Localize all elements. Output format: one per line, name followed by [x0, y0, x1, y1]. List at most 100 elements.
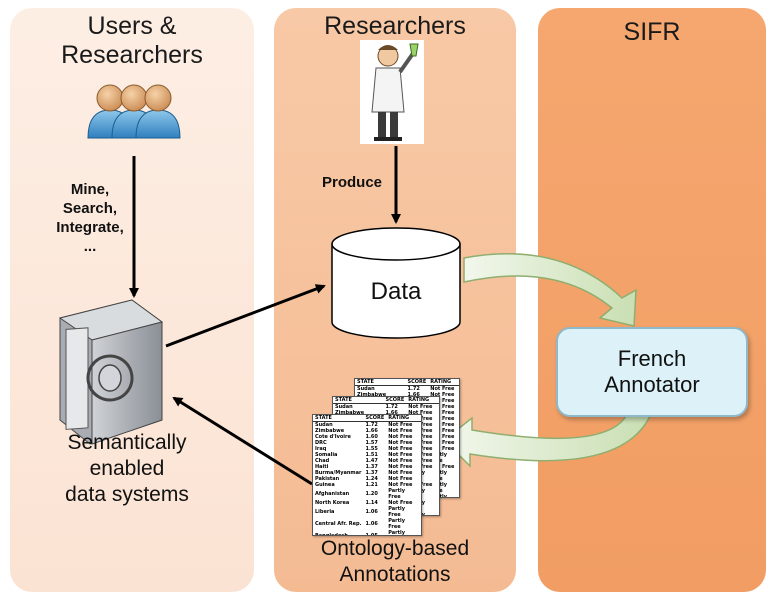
table-cell: Zimbabwe: [357, 392, 387, 398]
table-cell: Pakistan: [315, 476, 340, 482]
table-cell: Burma/Myanmar: [315, 470, 362, 476]
table-row: DRC 1.57 Not Free: [313, 440, 421, 446]
table-header-cell: SCORE: [405, 379, 429, 386]
table-cell: 1.14: [365, 500, 378, 506]
table-cell: 1.37: [365, 464, 378, 470]
table-cell: Not Free: [430, 464, 455, 470]
annotations-label: Ontology-based Annotations: [320, 537, 470, 586]
table-row: Afghanistan 1.20 Partly Free: [313, 488, 421, 500]
table-cell: Partly Free: [388, 530, 405, 536]
table-cell: Not Free: [408, 404, 433, 410]
table-cell: Not Free: [430, 392, 455, 398]
table-cell: Sudan: [335, 404, 353, 410]
sifr-column: [538, 8, 766, 592]
from-annotator-arrow: [442, 415, 652, 468]
table-cell: Not Free: [388, 500, 413, 506]
researchers-title: Researchers: [324, 12, 466, 40]
data-label: Data: [370, 278, 422, 305]
table-row: Guinea 1.21 Not Free: [313, 482, 421, 488]
table-cell: Liberia: [315, 509, 335, 515]
table-cell: Not Free: [430, 446, 455, 452]
table-cell: 1.20: [365, 491, 378, 497]
mine-search-integrate-label: Mine, Search, Integrate, ...: [56, 181, 124, 255]
table-cell: 1.06: [365, 509, 378, 515]
table-cell: 1.37: [365, 470, 378, 476]
table-cell: 1.21: [365, 482, 378, 488]
table-row: Central Afr. Rep.1.06 Partly Free: [313, 518, 421, 530]
table-cell: Cote d'Ivoire: [315, 434, 351, 440]
table-cell: DRC: [315, 440, 327, 446]
table-cell: Afghanistan: [315, 491, 350, 497]
table-cell: Not Free: [388, 458, 413, 464]
table-cell: Central Afr. Rep.: [315, 521, 362, 527]
table-cell: 1.05: [365, 533, 378, 536]
semantic-systems-label: Semantically enabled data systems: [65, 431, 189, 506]
to-annotator-arrow: [463, 253, 637, 327]
table-header-cell: SCORE: [363, 415, 387, 422]
table-cell: 1.06: [365, 521, 378, 527]
table-cell: Sudan: [357, 386, 375, 392]
table-cell: Not Free: [430, 404, 455, 410]
table-header-cell: RATING: [386, 415, 421, 422]
table-header-cell: STATE: [355, 379, 406, 386]
table-row: North Korea 1.14 Not Free: [313, 500, 421, 506]
table-cell: Not Free: [388, 428, 413, 434]
table-cell: Partly Free: [388, 506, 405, 518]
table-cell: Chad: [315, 458, 330, 464]
table-cell: Partly Free: [388, 518, 405, 530]
server-icon: [58, 299, 164, 445]
table-cell: 1.60: [365, 434, 378, 440]
table-cell: Not Free: [388, 446, 413, 452]
table-cell: 1.55: [365, 446, 378, 452]
use-annotations-arrow: [172, 396, 313, 486]
table-cell: Not Free: [388, 470, 413, 476]
table-cell: Not Free: [430, 440, 455, 446]
users-researchers-title: Users & Researchers: [61, 12, 203, 69]
table-header-cell: RATING: [406, 397, 439, 404]
table-header-cell: SCORE: [383, 397, 407, 404]
table-cell: Guinea: [315, 482, 335, 488]
table-cell: Sudan: [315, 422, 333, 428]
table-cell: 1.24: [365, 476, 378, 482]
table-cell: 1.66: [385, 410, 398, 416]
table-cell: Not Free: [430, 422, 455, 428]
table-cell: Not Free: [430, 386, 455, 392]
table-cell: North Korea: [315, 500, 350, 506]
table-cell: Not Free: [388, 482, 413, 488]
french-annotator-box: French Annotator: [556, 327, 748, 417]
table-cell: 1.57: [365, 440, 378, 446]
table-cell: Bangladesh: [315, 533, 348, 536]
table-cell: Not Free: [408, 410, 433, 416]
database-icon: [331, 227, 461, 339]
table-cell: Not Free: [430, 428, 455, 434]
table-header-cell: STATE: [313, 415, 364, 422]
table-cell: 1.72: [407, 386, 420, 392]
table-cell: Not Free: [388, 464, 413, 470]
table-cell: Not Free: [430, 416, 455, 422]
table-row: Sudan 1.72 Not Free: [355, 386, 459, 393]
table-cell: Not Free: [388, 422, 413, 428]
access-arrow: [165, 284, 326, 348]
table-row: Zimbabwe 1.66 Not Free: [333, 410, 439, 416]
table-cell: 1.72: [365, 422, 378, 428]
table-row: Sudan 1.72 Not Free: [313, 422, 421, 429]
table-cell: 1.51: [365, 452, 378, 458]
users-group-icon: [87, 84, 181, 139]
french-annotator-label: French Annotator: [604, 346, 700, 397]
table-cell: Zimbabwe: [335, 410, 365, 416]
table-cell: Partly Free: [388, 488, 405, 500]
table-cell: Not Free: [388, 440, 413, 446]
table-header-cell: RATING: [428, 379, 459, 386]
table-row: Bangladesh 1.05 Partly Free: [313, 530, 421, 536]
table-cell: Not Free: [388, 452, 413, 458]
sifr-title: SIFR: [623, 18, 681, 46]
